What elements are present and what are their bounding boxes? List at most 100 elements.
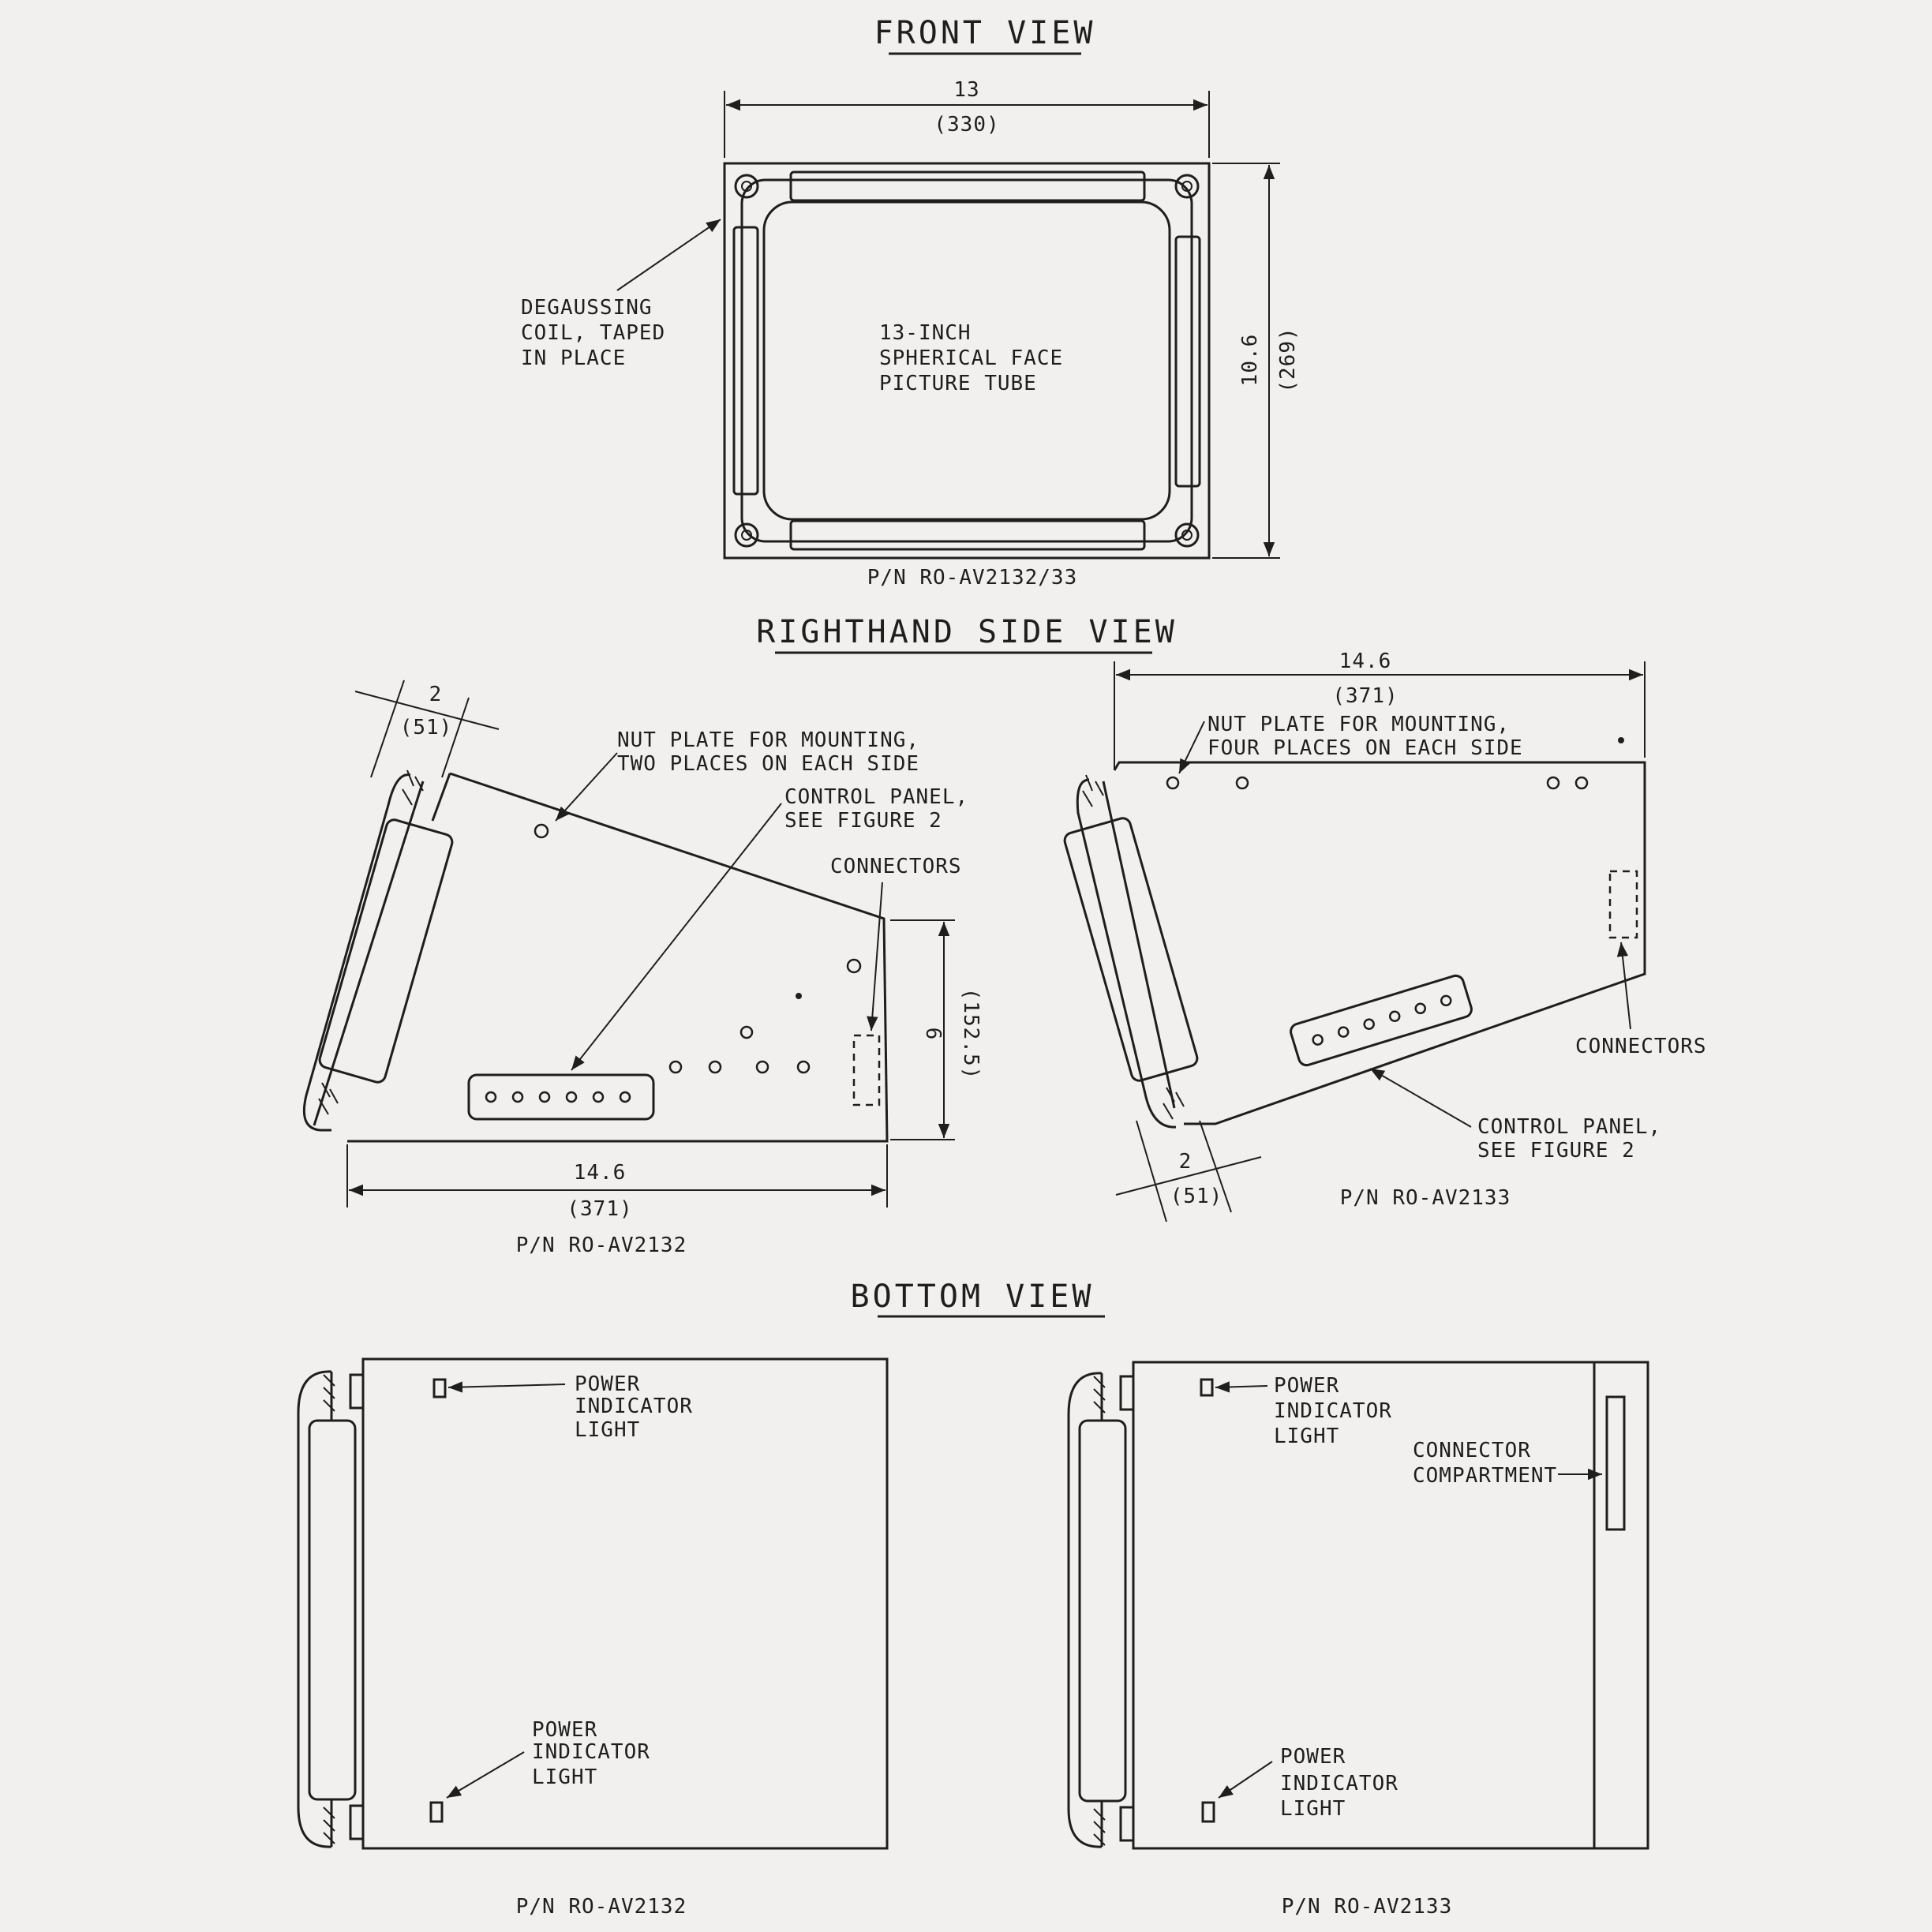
degauss-coil-right — [1174, 235, 1201, 488]
degauss-label-line1: DEGAUSSING — [521, 296, 653, 320]
bottom-hinge-hatch — [318, 1082, 339, 1115]
control-panel — [467, 1073, 655, 1121]
side-view: RIGHTHAND SIDE VIEW 2 (51) — [302, 614, 1707, 1257]
depth-mm: (51) — [1170, 1185, 1223, 1208]
nut-plate-label-line2: TWO PLACES ON EACH SIDE — [617, 752, 919, 776]
width-inches: 13 — [953, 78, 979, 102]
nut-plate-hole — [1546, 776, 1560, 790]
chassis-bottom — [1132, 1361, 1649, 1850]
bezel-coil — [308, 1419, 357, 1801]
control-panel — [1290, 974, 1473, 1067]
control-panel-knobs — [485, 1091, 631, 1103]
connector-compartment-line2: COMPARTMENT — [1413, 1464, 1557, 1488]
bezel-coil — [1078, 1419, 1127, 1803]
power-light-top-line2: INDICATOR — [575, 1395, 693, 1418]
chassis-front-edge — [431, 773, 451, 822]
power-light-top-line1: POWER — [575, 1372, 640, 1396]
connectors-leader — [1616, 942, 1631, 1030]
bracket-top — [1119, 1375, 1135, 1411]
top-hinge-hatch — [402, 769, 424, 806]
bezel-inner-line — [1102, 781, 1176, 1109]
nut-plate-label-line2: FOUR PLACES ON EACH SIDE — [1208, 736, 1523, 760]
tube-label-line2: SPHERICAL FACE — [879, 346, 1063, 370]
tube-label-line1: 13-INCH — [879, 321, 972, 345]
height-mm: (269) — [1276, 327, 1300, 392]
nut-plate-label-line1: NUT PLATE FOR MOUNTING, — [617, 728, 919, 752]
tube-label-line3: PICTURE TUBE — [879, 372, 1037, 395]
chassis-outline — [1113, 761, 1646, 1125]
connectors-hidden — [1608, 870, 1638, 939]
nut-plate-hole — [534, 823, 549, 839]
power-light-bottom-line2: INDICATOR — [1280, 1772, 1398, 1795]
chassis-hole — [739, 1025, 754, 1039]
connectors-label: CONNECTORS — [830, 855, 962, 878]
power-light-top-line3: LIGHT — [1274, 1425, 1339, 1448]
power-light-bottom-line2: INDICATOR — [532, 1740, 650, 1764]
nut-plate-leader — [555, 752, 618, 822]
bottom-left-part-number: P/N RO-AV2132 — [516, 1895, 687, 1919]
corner-lugs — [734, 174, 1200, 548]
connectors-label: CONNECTORS — [1575, 1035, 1707, 1058]
front-view: FRONT VIEW 13 (330) — [521, 15, 1300, 590]
hinge-hatching — [323, 1374, 335, 1844]
chassis-outline — [347, 772, 889, 1143]
chassis-dot — [1618, 737, 1624, 743]
chassis-hole — [796, 1060, 811, 1074]
side-right-part-number: P/N RO-AV2133 — [1340, 1186, 1511, 1210]
chassis-hole — [668, 1060, 683, 1074]
height-mm: (152.5) — [959, 988, 983, 1080]
connectors-hidden — [852, 1034, 881, 1106]
chassis-dot — [796, 993, 802, 999]
side-view-title: RIGHTHAND SIDE VIEW — [756, 614, 1178, 650]
monitor-front-frame — [723, 162, 1211, 560]
bottom-right-part-number: P/N RO-AV2133 — [1282, 1895, 1453, 1919]
chassis-hole — [755, 1060, 769, 1074]
chassis-hole — [846, 958, 862, 974]
degauss-coil-bottom — [789, 519, 1146, 551]
side-coil — [1063, 817, 1199, 1082]
chassis-bottom — [361, 1357, 889, 1850]
power-light-bottom — [429, 1801, 444, 1823]
depth-extension-right — [1199, 1120, 1232, 1213]
power-light-bottom-line1: POWER — [532, 1718, 597, 1742]
side-coil — [318, 818, 454, 1084]
height-inches: 10.6 — [1238, 334, 1262, 387]
control-panel-label-line2: SEE FIGURE 2 — [1477, 1139, 1635, 1163]
power-light-bottom-line3: LIGHT — [532, 1765, 597, 1789]
bezel-outer-curve — [297, 1370, 332, 1848]
chassis-hole — [708, 1060, 722, 1074]
hinge-hatching — [1093, 1376, 1106, 1846]
control-panel-label-line2: SEE FIGURE 2 — [784, 809, 942, 833]
depth-dimension-line — [1115, 1156, 1262, 1196]
depth-extension-left — [1136, 1120, 1167, 1222]
power-light-top-line2: INDICATOR — [1274, 1399, 1392, 1423]
degauss-leader — [616, 219, 721, 291]
degauss-coil-top — [789, 170, 1146, 202]
bottom-view-2133: POWER INDICATOR LIGHT CONNECTOR COMPARTM… — [1067, 1361, 1649, 1919]
power-light-bottom-line1: POWER — [1280, 1745, 1346, 1769]
nut-plate-leader — [1178, 721, 1205, 774]
front-view-title: FRONT VIEW — [874, 15, 1096, 51]
power-light-top-leader — [1215, 1381, 1268, 1393]
bottom-view: BOTTOM VIEW POWER INDICATOR LIGHT POWER … — [297, 1279, 1649, 1919]
length-mm: (371) — [1332, 684, 1398, 708]
top-hinge-hatch — [1082, 774, 1104, 807]
nut-plate-hole — [1574, 776, 1589, 790]
length-mm: (371) — [567, 1197, 632, 1221]
power-light-top-leader — [447, 1381, 566, 1393]
bracket-bottom — [349, 1804, 365, 1840]
picture-tube-face — [762, 200, 1171, 521]
depth-mm: (51) — [400, 716, 453, 739]
bottom-view-title: BOTTOM VIEW — [851, 1279, 1095, 1315]
power-light-top-line3: LIGHT — [575, 1418, 640, 1442]
nut-plate-hole — [1166, 776, 1180, 790]
connector-compartment — [1605, 1395, 1626, 1531]
side-view-2132: 2 (51) — [302, 680, 983, 1257]
power-light-bottom-leader — [446, 1751, 525, 1799]
control-panel-label-line1: CONTROL PANEL, — [784, 785, 968, 809]
bezel-outer-curve — [1076, 778, 1177, 1129]
bottom-hinge-hatch — [1163, 1087, 1185, 1120]
degauss-label-line2: COIL, TAPED — [521, 321, 665, 345]
depth-inches: 2 — [1179, 1150, 1193, 1174]
